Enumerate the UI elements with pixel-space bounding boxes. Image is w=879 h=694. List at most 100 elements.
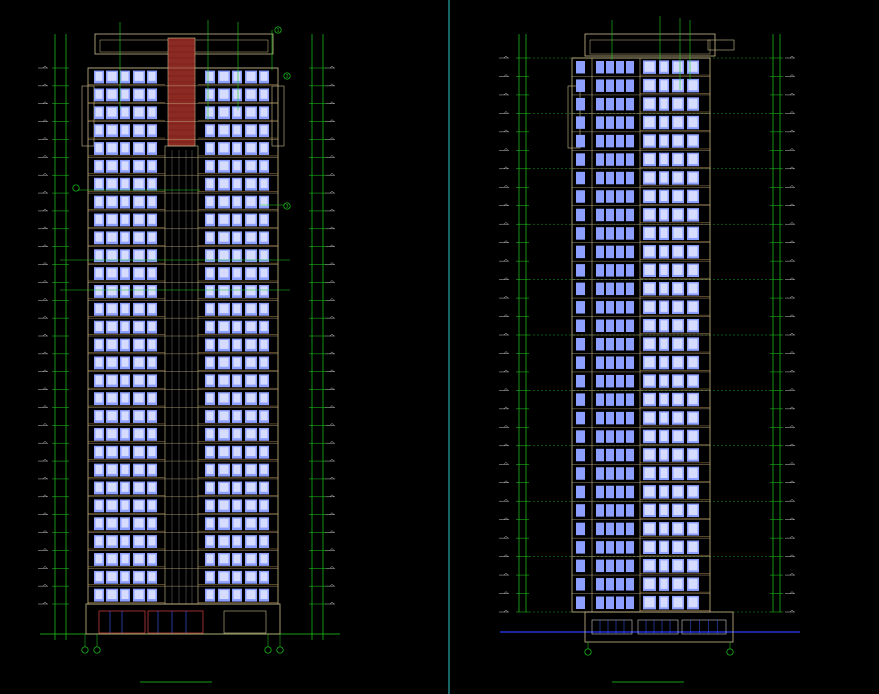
- axis-bubble-bottom: [81, 646, 89, 654]
- window-glass: [107, 143, 117, 153]
- window-glass: [121, 554, 129, 564]
- window-glass: [644, 98, 655, 109]
- level-marker: [329, 565, 335, 569]
- window-glass: [219, 179, 229, 189]
- window-glass: [95, 322, 103, 331]
- window: [606, 319, 614, 332]
- roof-cornice: [707, 39, 735, 51]
- level-marker: [329, 208, 335, 212]
- window: [606, 79, 614, 92]
- level-marker: [503, 258, 509, 262]
- window: [576, 338, 585, 351]
- level-marker: [503, 351, 509, 354]
- level-marker: [329, 333, 335, 337]
- window-glass: [121, 161, 129, 171]
- window-glass: [233, 572, 241, 582]
- window: [626, 467, 634, 480]
- window-glass: [134, 197, 144, 206]
- window-glass: [206, 214, 214, 224]
- window-glass: [219, 500, 229, 510]
- level-mark-right: [785, 351, 795, 354]
- window-glass: [644, 338, 655, 349]
- window: [626, 319, 634, 332]
- axis-bubble-bottom: [584, 648, 592, 656]
- level-mark-right: [325, 154, 335, 158]
- window-glass: [644, 154, 655, 165]
- level-marker: [42, 101, 48, 104]
- window-glass: [148, 197, 156, 206]
- window-glass: [233, 554, 241, 564]
- window-glass: [206, 89, 214, 99]
- window-glass: [233, 107, 241, 117]
- level-mark-left: [38, 548, 48, 551]
- window: [626, 245, 634, 259]
- level-marker: [329, 405, 335, 408]
- level-marker: [42, 387, 48, 390]
- window-glass: [644, 357, 655, 368]
- window-glass: [148, 590, 156, 599]
- level-marker: [42, 351, 48, 355]
- window-glass: [644, 431, 655, 442]
- level-marker: [42, 601, 48, 605]
- window-glass: [95, 250, 103, 260]
- window: [606, 264, 614, 277]
- level-mark-left: [38, 208, 48, 212]
- window-glass: [219, 340, 229, 349]
- window-glass: [219, 72, 229, 81]
- window-glass: [233, 447, 241, 457]
- level-marker: [42, 369, 48, 372]
- window-glass: [148, 429, 156, 439]
- window-glass: [688, 431, 698, 442]
- window-glass: [121, 429, 129, 439]
- window-glass: [673, 172, 683, 183]
- window-glass: [660, 61, 668, 72]
- window-glass: [233, 143, 241, 153]
- window: [596, 61, 604, 74]
- window: [596, 338, 604, 351]
- window-glass: [644, 228, 655, 238]
- window-glass: [644, 246, 655, 257]
- front-elevation[interactable]: 123: [38, 20, 340, 683]
- level-mark-left: [38, 137, 48, 140]
- window-glass: [95, 447, 103, 457]
- level-marker: [503, 129, 509, 133]
- window-glass: [134, 357, 144, 367]
- window-glass: [206, 590, 214, 599]
- axis-marker-1: 1: [274, 26, 282, 34]
- window: [626, 282, 634, 296]
- level-marker: [329, 387, 335, 390]
- window: [576, 504, 585, 517]
- podium-panel: [223, 610, 267, 634]
- window-glass: [121, 393, 129, 403]
- window-glass: [148, 286, 156, 296]
- window-glass: [206, 340, 214, 349]
- window: [606, 301, 614, 314]
- window-glass: [260, 393, 268, 403]
- side-elevation[interactable]: [499, 16, 800, 683]
- axis-bubble: [264, 646, 272, 654]
- window-glass: [95, 107, 103, 117]
- window-glass: [107, 465, 117, 474]
- window: [626, 356, 634, 369]
- level-marker: [329, 369, 335, 372]
- window-glass: [644, 61, 655, 72]
- level-mark-right: [785, 517, 795, 520]
- window: [606, 245, 614, 259]
- level-marker: [503, 147, 509, 151]
- window-glass: [148, 250, 156, 260]
- window-glass: [121, 232, 129, 242]
- window: [616, 208, 624, 222]
- window-glass: [148, 572, 156, 582]
- window-glass: [107, 214, 117, 224]
- window-glass: [246, 143, 256, 153]
- window-glass: [233, 482, 241, 492]
- window: [616, 559, 624, 573]
- window-glass: [95, 72, 103, 81]
- window-glass: [206, 375, 214, 385]
- window: [596, 208, 604, 222]
- level-mark-right: [785, 332, 795, 336]
- axis-bubble-label: 2: [286, 74, 289, 80]
- level-marker: [789, 424, 795, 428]
- level-marker: [503, 184, 509, 188]
